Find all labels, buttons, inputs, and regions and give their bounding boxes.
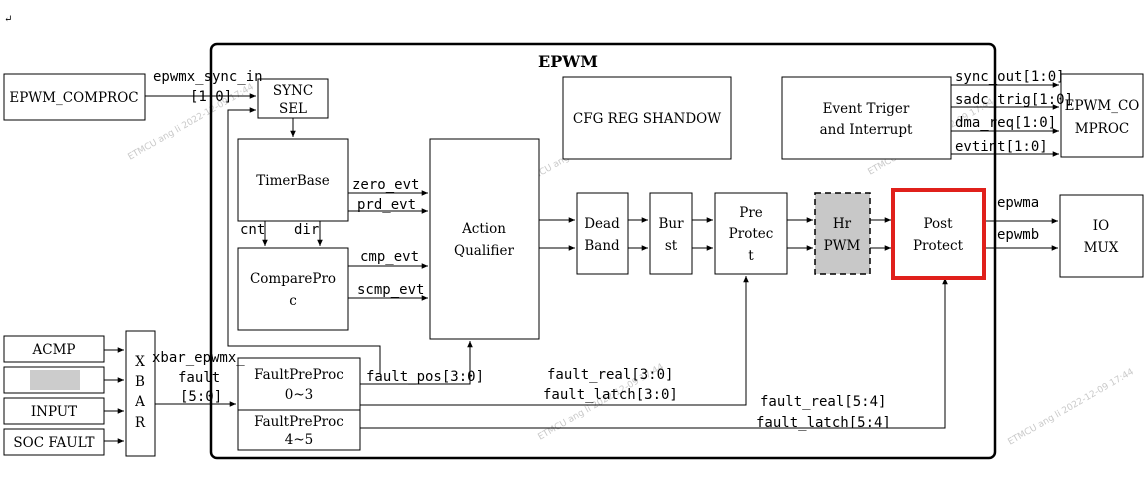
cmp-evt-label: cmp_evt	[360, 249, 419, 265]
compare-proc-label-2: c	[289, 293, 297, 309]
pre-protect-block: Pre Protec t	[714, 192, 788, 275]
xbar-letter-x: X	[135, 354, 145, 370]
soc-fault-label: SOC FAULT	[13, 435, 94, 451]
epwm-comproc-input-block: EPWM_COMPROC	[3, 73, 146, 121]
soc-fault-block: SOC FAULT	[3, 428, 105, 456]
fault-pre-proc-4-5-block: FaultPreProc 4~5	[237, 409, 361, 451]
input-block: INPUT	[3, 397, 105, 425]
zero-evt-label: zero_evt	[352, 177, 419, 193]
dead-band-label-1: Dead	[584, 216, 620, 232]
xbar-block: X B A R	[125, 330, 156, 457]
burst-label-1: Bur	[658, 216, 684, 232]
fault-real-5-4-label: fault_real[5:4]	[760, 394, 886, 410]
xbar-letter-a: A	[134, 394, 145, 410]
burst-label-2: st	[665, 238, 678, 254]
xbar-epwmx-fault-label-3: [5:0]	[180, 389, 222, 405]
acmp-block: ACMP	[3, 335, 105, 363]
timer-base-block: TimerBase	[237, 138, 349, 222]
post-protect-block: Post Protect	[891, 188, 986, 280]
hr-pwm-label-2: PWM	[824, 238, 861, 254]
dead-band-label-2: Band	[584, 238, 620, 254]
epwmx-sync-in-width-label: [1:0]	[190, 89, 232, 105]
dir-label: dir	[294, 222, 319, 238]
pre-protect-label-1: Pre	[739, 205, 763, 221]
acmp-label: ACMP	[32, 342, 76, 358]
sync-sel-block: SYNC SEL	[257, 78, 329, 119]
compare-proc-label-1: ComparePro	[250, 271, 336, 287]
fault-latch-5-4-label: fault_latch[5:4]	[756, 415, 891, 431]
fault-pre-proc-4-5-label-1: FaultPreProc	[254, 414, 344, 430]
dma-req-label: dma_req[1:0]	[955, 115, 1056, 131]
sync-sel-label-1: SYNC	[273, 83, 313, 99]
sync-out-label: sync_out[1:0]	[955, 69, 1065, 85]
fault-pre-proc-0-3-block: FaultPreProc 0~3	[237, 357, 361, 411]
epwm-comproc-output-label-1: EPWM_CO	[1065, 98, 1140, 114]
compare-proc-block: ComparePro c	[237, 247, 349, 331]
hr-pwm-block: Hr PWM	[814, 192, 871, 275]
paragraph-mark: ↵	[4, 14, 12, 25]
action-qualifier-block: Action Qualifier	[429, 138, 540, 340]
redacted-mark	[30, 370, 80, 390]
fault-pre-proc-0-3-label-1: FaultPreProc	[254, 367, 344, 383]
epwm-comproc-output-block: EPWM_CO MPROC	[1060, 73, 1144, 158]
action-qualifier-label-2: Qualifier	[454, 243, 514, 259]
cnt-label: cnt	[240, 222, 265, 238]
pre-protect-label-2: Protec	[729, 226, 774, 242]
wires	[104, 82, 1059, 444]
fault-real-3-0-label: fault_real[3:0]	[547, 367, 673, 383]
io-mux-label-2: MUX	[1084, 240, 1119, 256]
hr-pwm-label-1: Hr	[833, 216, 852, 232]
epwmb-label: epwmb	[997, 227, 1039, 243]
fault-pos-label: fault_pos[3:0]	[366, 369, 484, 385]
xbar-letter-b: B	[135, 374, 145, 390]
io-mux-block: IO MUX	[1059, 194, 1144, 278]
action-qualifier-label-1: Action	[461, 221, 506, 237]
input-label: INPUT	[31, 404, 77, 420]
xbar-epwmx-fault-label-2: fault	[178, 370, 220, 386]
cfg-reg-shadow-label: CFG REG SHANDOW	[573, 111, 721, 127]
epwma-label: epwma	[997, 195, 1039, 211]
epwm-frame	[209, 42, 997, 460]
cfg-reg-shadow-block: CFG REG SHANDOW	[562, 76, 732, 160]
scmp-evt-label: scmp_evt	[357, 282, 424, 298]
svg-text:ETMCU ang li 2022-12-09 17:44: ETMCU ang li 2022-12-09 17:44	[1007, 367, 1136, 448]
pre-protect-label-3: t	[748, 248, 754, 264]
epwmx-sync-in-label: epwmx_sync_in	[153, 69, 263, 85]
redacted-input-block	[3, 366, 105, 394]
burst-block: Bur st	[649, 192, 693, 275]
fault-latch-3-0-label: fault_latch[3:0]	[543, 387, 678, 403]
io-mux-label-1: IO	[1093, 218, 1109, 234]
sync-sel-label-2: SEL	[279, 101, 307, 117]
post-protect-label-2: Protect	[913, 238, 964, 254]
dead-band-block: Dead Band	[576, 192, 629, 275]
xbar-letter-r: R	[135, 415, 146, 431]
sadc-trig-label: sadc_trig[1:0]	[955, 92, 1073, 108]
timer-base-label: TimerBase	[256, 173, 329, 189]
event-trigger-label-1: Event Triger	[823, 101, 910, 117]
event-trigger-block: Event Triger and Interrupt	[781, 76, 952, 160]
evtint-label: evtint[1:0]	[955, 139, 1048, 155]
fault-pre-proc-4-5-label-2: 4~5	[285, 432, 314, 448]
epwm-comproc-output-label-2: MPROC	[1075, 121, 1129, 137]
prd-evt-label: prd_evt	[357, 197, 416, 213]
event-trigger-label-2: and Interrupt	[820, 122, 913, 138]
xbar-epwmx-fault-label-1: xbar_epwmx_	[152, 350, 245, 366]
signal-labels: epwmx_sync_in [1:0] zero_evt prd_evt cnt…	[152, 69, 1073, 431]
epwm-comproc-input-label: EPWM_COMPROC	[9, 90, 138, 106]
post-protect-label-1: Post	[923, 216, 953, 232]
epwm-title: EPWM	[538, 52, 598, 71]
fault-pre-proc-0-3-label-2: 0~3	[285, 387, 314, 403]
